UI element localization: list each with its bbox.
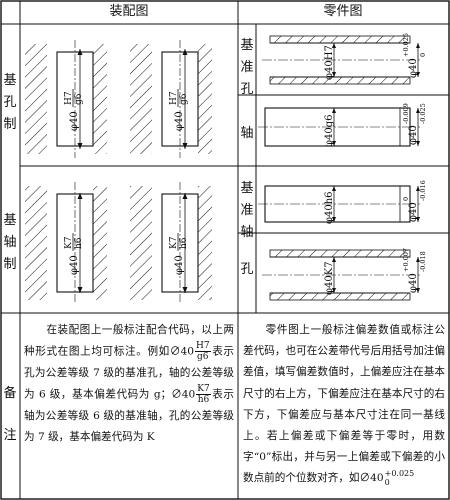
fit-denominator-text: g6 — [74, 93, 84, 105]
g6-shaft-part-code-arrow-top — [332, 108, 336, 113]
arrow-head — [77, 287, 83, 293]
notes-right-text: 零件图上一般标注偏差数值或标注公差代码，也可在公差带代号后用括号加注偏差值，填写… — [243, 324, 445, 488]
sublabel-basic-shaft: 基准轴 — [240, 181, 254, 240]
fit-numerator-text: H7 — [64, 91, 74, 105]
g6-shaft-part-body — [264, 107, 411, 147]
fit-numerator-text: K7 — [64, 236, 74, 249]
arrow-head — [77, 49, 83, 55]
k7-hole-part-code-arrow-bottom — [332, 288, 336, 293]
basic-hole-part-dev-upper-text: +0.025 — [402, 33, 410, 57]
basic-hole-part-code-dim-text: φ40H7 — [324, 45, 335, 80]
g6-shaft-part-dev-lower-text: -0.025 — [419, 103, 427, 124]
basic-shaft-part-dev-arrow-bottom — [416, 217, 420, 222]
row-label-shaft-basis: 基轴制 — [3, 213, 17, 272]
basic-shaft-part-code-arrow-top — [332, 186, 336, 191]
basic-shaft-part-dev-base-text: φ40 — [408, 202, 419, 222]
g6-shaft-part-dev-base-text: φ40 — [408, 125, 419, 145]
arrow-head — [77, 193, 83, 199]
g6-shaft-part-code-dim-text: φ40g6 — [324, 115, 335, 148]
g6-shaft-part-code-arrow-bottom — [332, 141, 336, 146]
basic-hole-part-dev-lower-text: 0 — [419, 53, 427, 57]
hole-basis-assembly-housing-hatch-left — [25, 44, 47, 154]
shaft-basis-assembly-housing-hatch-left — [25, 186, 47, 300]
basic-shaft-part-dev-upper-text: 0 — [402, 197, 410, 201]
fit-denominator-text: g6 — [179, 93, 189, 105]
basic-hole-part-dev-arrow-top — [416, 43, 420, 48]
fit-base-text: φ40 — [69, 255, 80, 275]
arrow-head — [77, 143, 83, 149]
basic-hole-part-wall-bottom — [269, 76, 411, 85]
basic-hole-part-wall-top — [269, 35, 411, 44]
k7-hole-part-code-arrow-top — [332, 257, 336, 262]
row-label-notes: 备注 — [3, 386, 17, 443]
fit-numerator-text: H7 — [169, 91, 179, 105]
g6-shaft-part-dev-upper-text: -0.009 — [402, 103, 410, 124]
header-assembly-drawing: 装配图 — [109, 4, 149, 19]
shaft-basis-assembly-housing-hatch-right — [130, 186, 152, 300]
shaft-basis-assembly-housing-hatch-outer-right — [198, 186, 212, 300]
k7-hole-part-dev-arrow-top — [416, 257, 420, 262]
hole-basis-assembly-housing-hatch-outer-right — [198, 44, 212, 154]
sublabel-basic-hole: 基准孔 — [240, 38, 254, 97]
k7-hole-part-dev-arrow-bottom — [416, 288, 420, 293]
k7-hole-part-dev-base-text: φ40 — [408, 273, 419, 293]
hole-basis-assembly-housing-hatch-outer-left — [93, 44, 107, 154]
k7-hole-part-wall-top — [269, 249, 411, 258]
k7-hole-part-code-dim-text: φ40K7 — [324, 261, 335, 295]
fit-base-text: φ40 — [174, 111, 185, 131]
arrow-head — [182, 193, 188, 199]
k7-hole-part-wall-bottom — [269, 292, 411, 301]
k7-hole-part-dev-lower-text: -0.018 — [419, 251, 427, 272]
g6-shaft-part-dev-arrow-bottom — [416, 141, 420, 146]
basic-shaft-part-dev-lower-text: -0.016 — [419, 180, 427, 201]
fit-denominator-text: h6 — [74, 237, 84, 249]
arrow-head — [182, 143, 188, 149]
basic-hole-part-dev-arrow-bottom — [416, 72, 420, 77]
row-label-hole-basis: 基孔制 — [3, 73, 17, 132]
basic-hole-part-code-arrow-bottom — [332, 72, 336, 77]
basic-hole-part-code-arrow-top — [332, 43, 336, 48]
arrow-head — [182, 287, 188, 293]
hole-basis-assembly-housing-hatch-right — [130, 44, 152, 154]
sublabel-shaft: 轴 — [240, 126, 254, 141]
basic-shaft-part-dev-arrow-top — [416, 186, 420, 191]
arrow-head — [182, 49, 188, 55]
fit-base-text: φ40 — [69, 111, 80, 131]
fit-denominator-text: h6 — [179, 237, 189, 249]
g6-shaft-part-dev-arrow-top — [416, 108, 420, 113]
header-part-drawing: 零件图 — [323, 4, 363, 19]
shaft-basis-assembly-housing-hatch-outer-left — [93, 186, 107, 300]
fit-numerator-text: K7 — [169, 236, 179, 249]
basic-hole-part-dev-base-text: φ40 — [408, 58, 419, 78]
sublabel-hole: 孔 — [240, 262, 254, 277]
fit-base-text: φ40 — [174, 255, 185, 275]
basic-shaft-part-code-arrow-bottom — [332, 217, 336, 222]
basic-shaft-part-code-dim-text: φ40h6 — [324, 191, 335, 224]
k7-hole-part-dev-upper-text: +0.007 — [402, 248, 410, 272]
